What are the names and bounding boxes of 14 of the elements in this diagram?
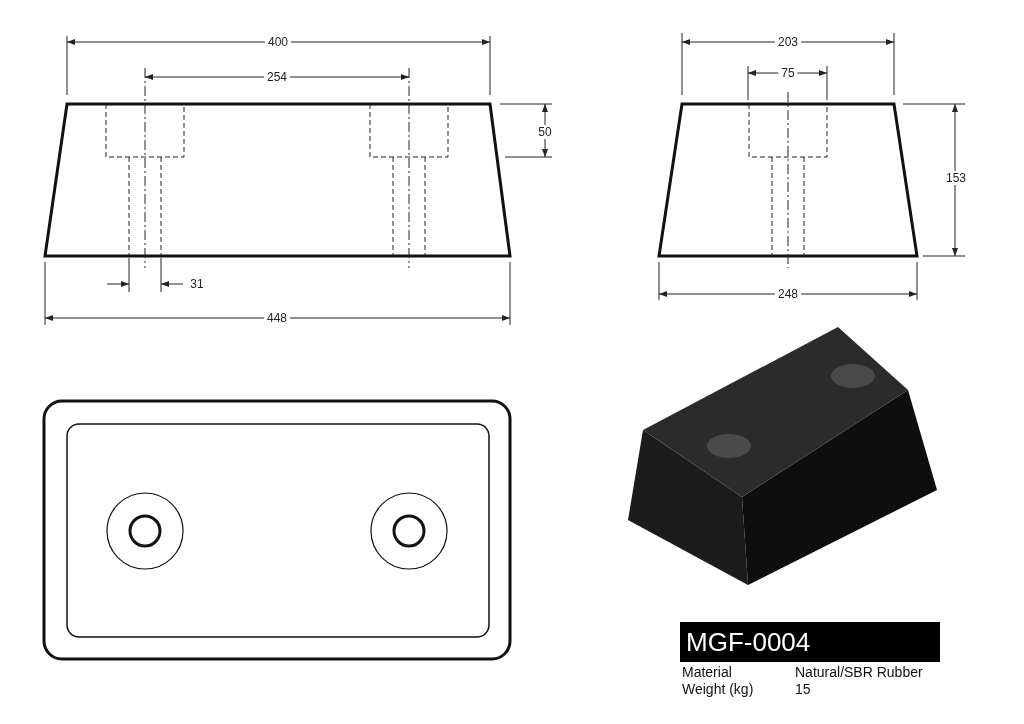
dimension-value: 153	[943, 171, 969, 185]
table-text: Weight (kg)	[682, 681, 754, 697]
dimension-value: 400	[265, 35, 291, 49]
dimension-value: 448	[264, 311, 290, 325]
part-number-banner: MGF-0004	[680, 622, 940, 662]
dimension-value: 254	[264, 70, 290, 84]
dimension-value: 203	[775, 35, 801, 49]
table-text: Material	[682, 664, 732, 680]
table-text: 15	[795, 681, 811, 697]
dimension-value: 50	[535, 125, 555, 139]
dimension-value: 31	[187, 277, 207, 291]
dimension-value: 248	[775, 287, 801, 301]
dimension-value: 75	[778, 66, 798, 80]
table-text: Natural/SBR Rubber	[795, 664, 923, 680]
